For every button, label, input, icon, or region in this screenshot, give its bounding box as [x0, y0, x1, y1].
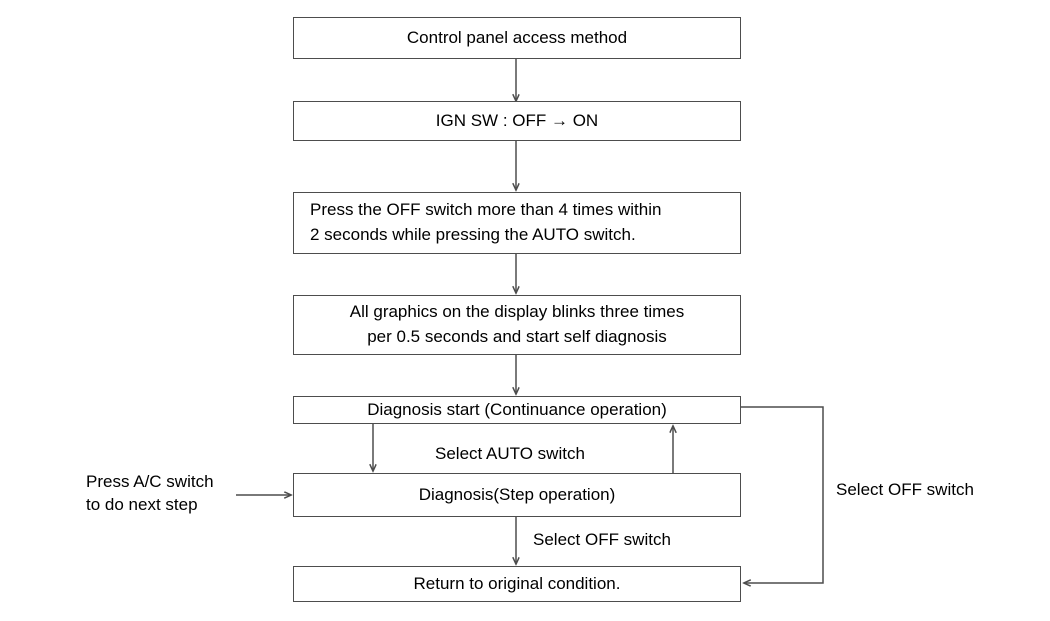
- node-press-off-switch: Press the OFF switch more than 4 times w…: [293, 192, 741, 254]
- node-return-to-original-condition: Return to original condition.: [293, 566, 741, 602]
- node-label: Return to original condition.: [413, 573, 621, 593]
- node-ign-sw: IGN SW : OFF → ON: [293, 101, 741, 141]
- node-diagnosis-start: Diagnosis start (Continuance operation): [293, 396, 741, 424]
- node-label: Press the OFF switch more than 4 times w…: [310, 200, 662, 244]
- node-diagnosis-step-operation: Diagnosis(Step operation): [293, 473, 741, 517]
- edge-label-select-off-switch-bypass: Select OFF switch: [836, 480, 974, 499]
- edge-label-press-ac-switch: Press A/C switch to do next step: [86, 472, 214, 514]
- node-label: IGN SW : OFF → ON: [435, 110, 599, 130]
- node-label: Diagnosis start (Continuance operation): [367, 399, 667, 419]
- edge-label-select-off-switch-to-return: Select OFF switch: [533, 530, 671, 549]
- node-control-panel-access-method: Control panel access method: [293, 17, 741, 59]
- connector-n5-n7-bypass: [741, 406, 824, 583]
- edge-label-select-auto-switch: Select AUTO switch: [435, 444, 585, 463]
- node-label: Control panel access method: [406, 27, 628, 47]
- node-label: All graphics on the display blinks three…: [349, 302, 685, 346]
- node-all-graphics-blink: All graphics on the display blinks three…: [293, 295, 741, 355]
- node-label: Diagnosis(Step operation): [418, 484, 616, 504]
